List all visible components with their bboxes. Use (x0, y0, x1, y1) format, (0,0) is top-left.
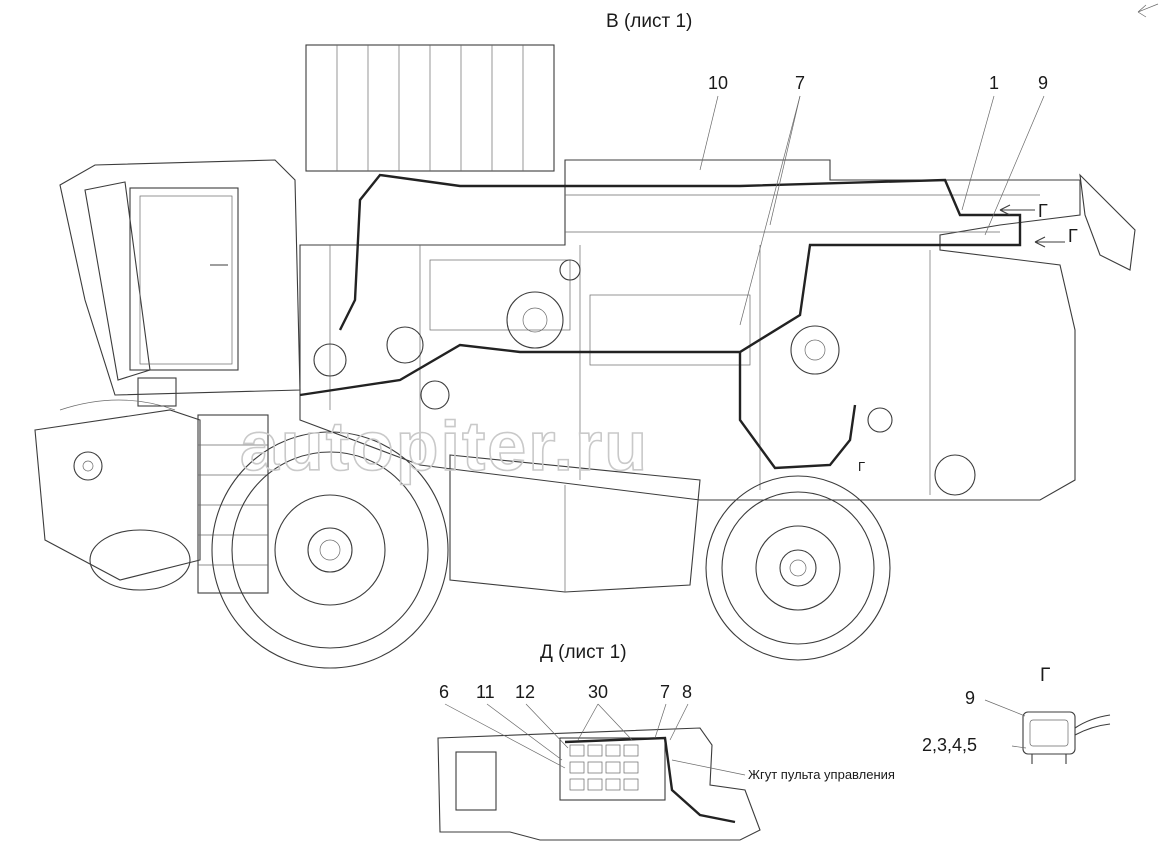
body-upper (299, 159, 1136, 501)
detail-g-connector (984, 699, 1111, 764)
detail-d-panel (437, 703, 761, 841)
callout-30: 30 (588, 682, 609, 702)
wiring-harness (299, 173, 1022, 470)
callout-7: 7 (795, 73, 806, 93)
callout-10: 10 (708, 73, 729, 93)
detail-d-harness-note: Жгут пульта управления (748, 767, 895, 782)
watermark-text: autopiter.ru (240, 407, 649, 485)
callout-1: 1 (989, 73, 1000, 93)
header-feeder (34, 399, 201, 591)
view-marker-g-lower: Г (858, 459, 866, 474)
view-marker-g-1: Г (1038, 201, 1048, 221)
callout-7b: 7 (660, 682, 671, 702)
grain-tank-cover (305, 44, 555, 172)
callout-8: 8 (682, 682, 693, 702)
main-view-title: В (лист 1) (606, 11, 693, 32)
leader-lines (699, 95, 1065, 326)
detail-d-title: Д (лист 1) (540, 642, 627, 663)
detail-g-callout-2345: 2,3,4,5 (922, 735, 978, 755)
callout-6: 6 (439, 682, 450, 702)
callout-12: 12 (515, 682, 536, 702)
fuse-grid (569, 744, 639, 791)
view-marker-g-2: Г (1068, 226, 1078, 246)
callout-9: 9 (1038, 73, 1049, 93)
cab (59, 159, 301, 407)
callout-11: 11 (476, 682, 495, 702)
lower-box (449, 454, 701, 593)
pulleys (313, 259, 976, 496)
rear-wheel (705, 475, 891, 661)
detail-g-title: Г (1040, 665, 1051, 686)
front-wheel (211, 431, 449, 669)
detail-g-callout-9: 9 (965, 688, 976, 708)
